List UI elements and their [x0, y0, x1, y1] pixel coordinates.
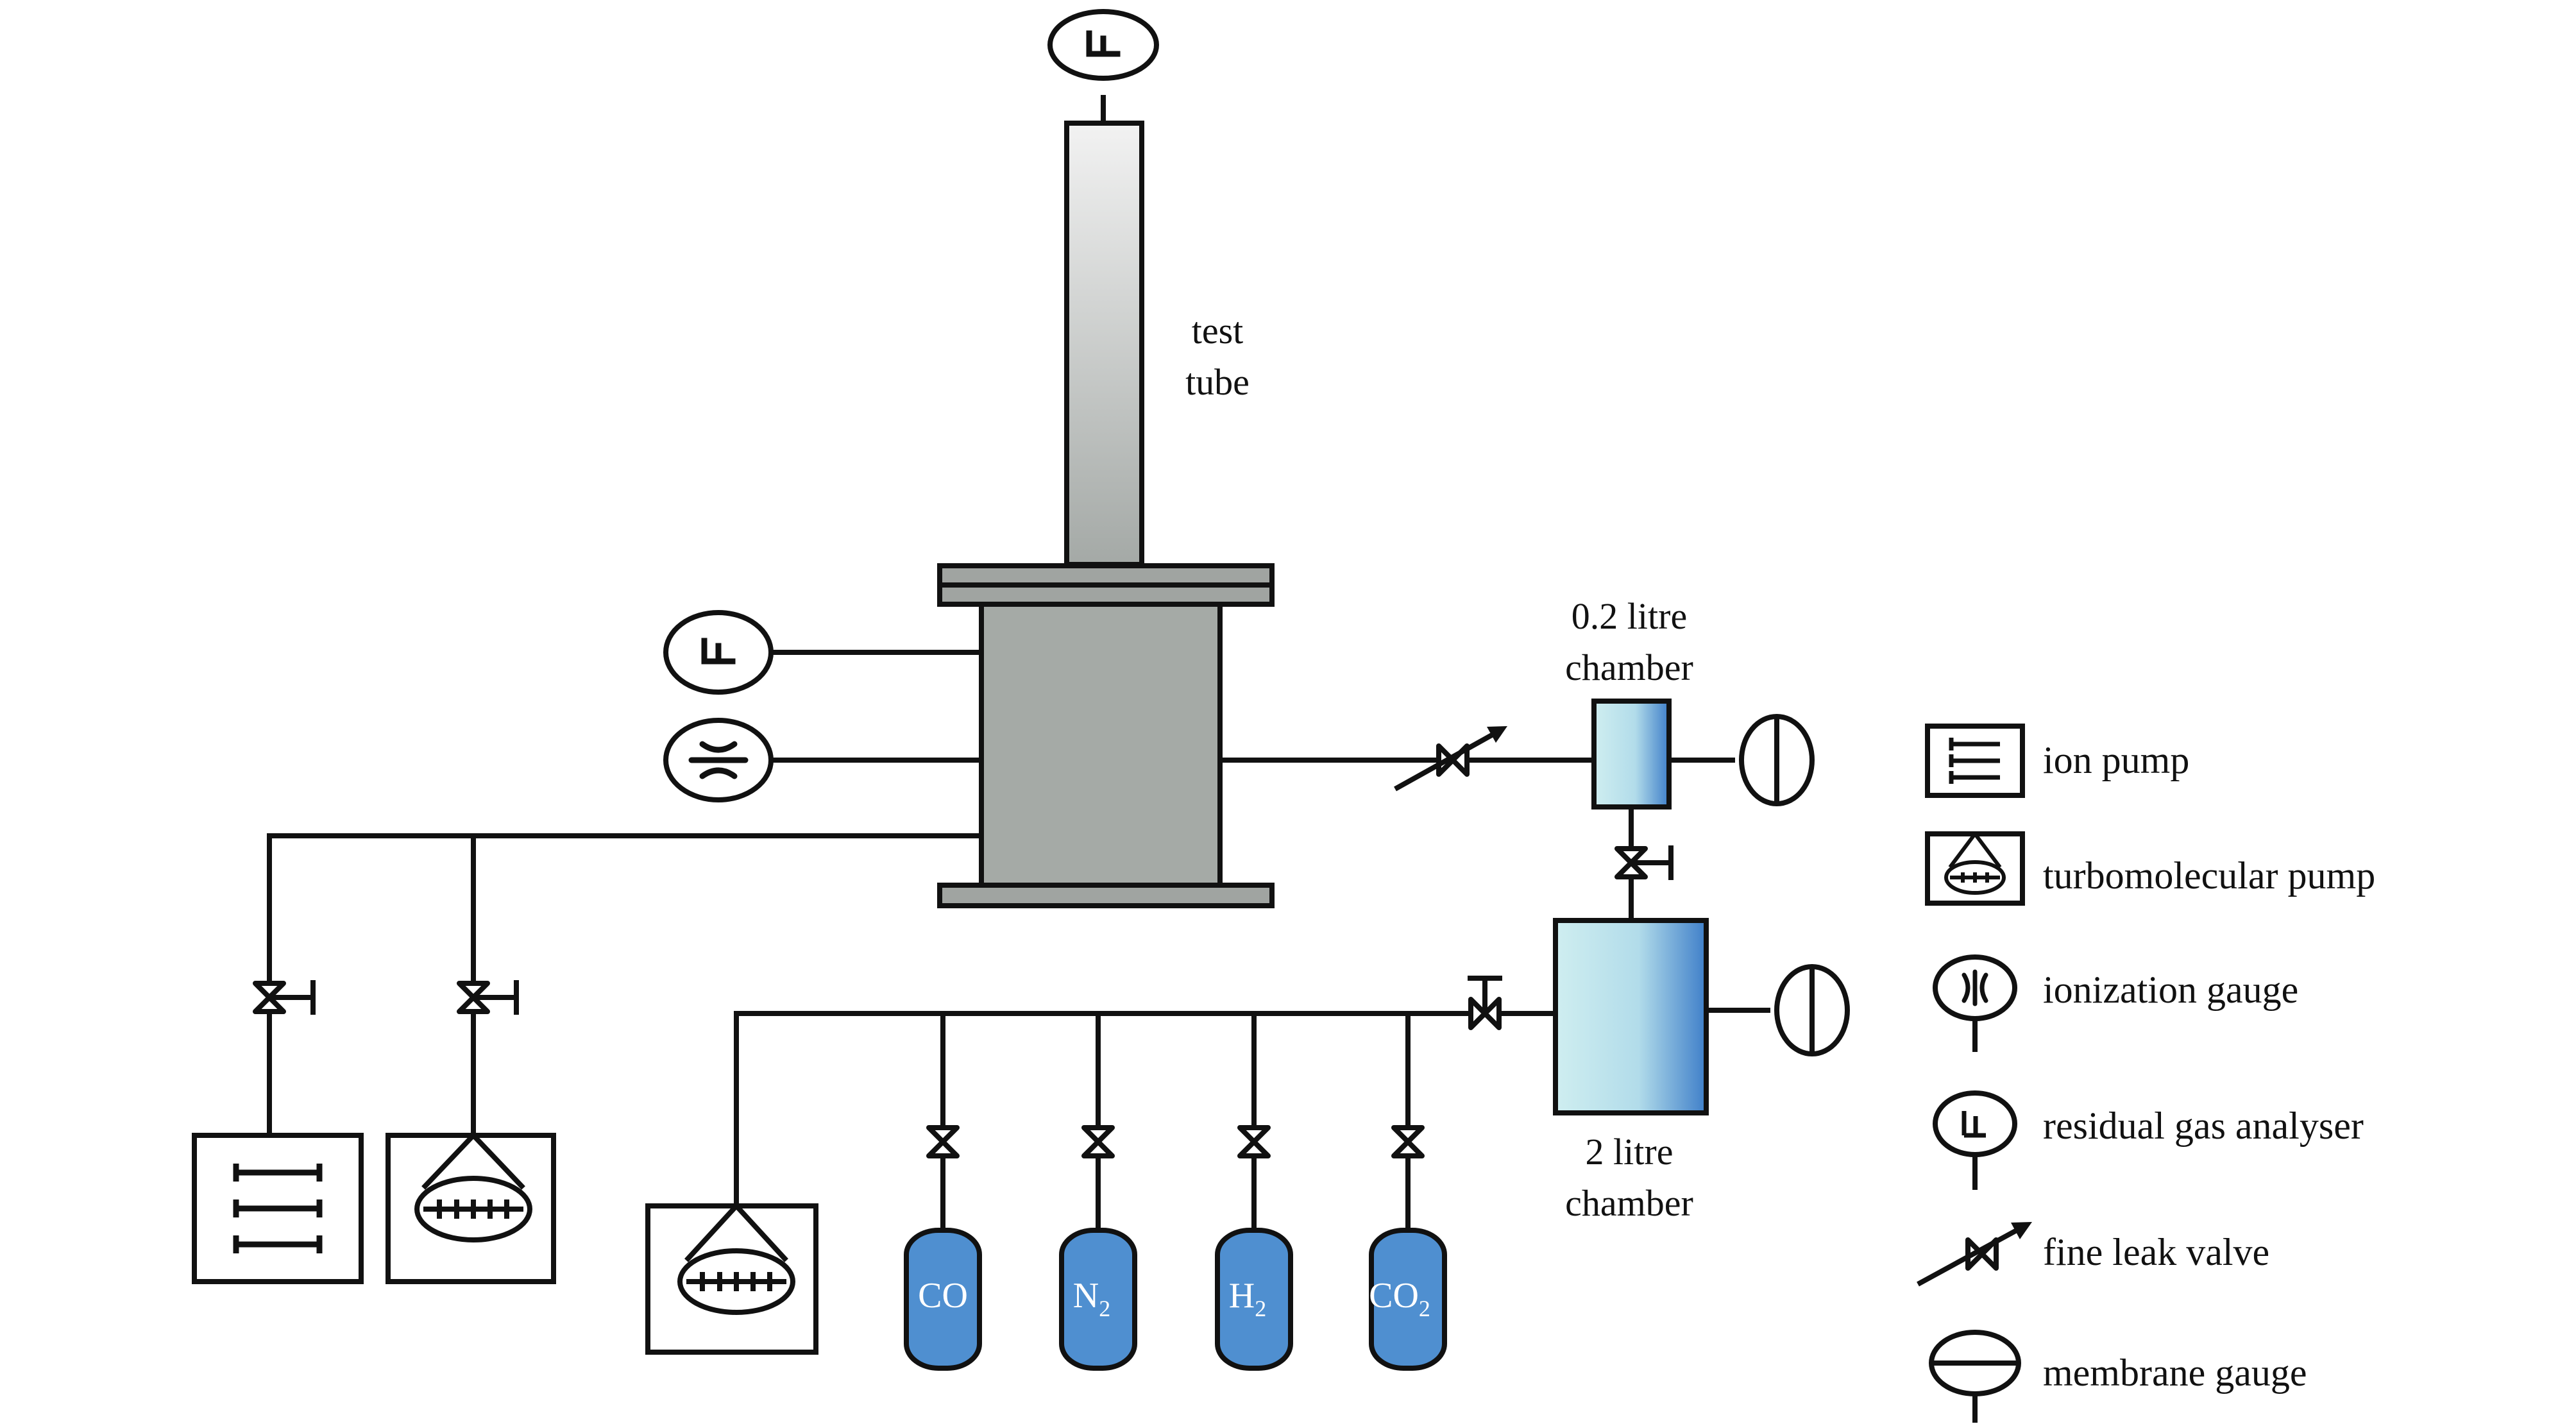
large-chamber-label-line1: 2 litre: [1586, 1131, 1674, 1173]
legend-label-ion-pump: ion pump: [2043, 739, 2189, 781]
fine-leak-valve: [1394, 726, 1507, 792]
small-chamber-label-line2: chamber: [1565, 647, 1693, 688]
legend-item-ionization-gauge: ionization gauge: [1933, 954, 2298, 1052]
ion-pump: [192, 1133, 364, 1284]
test-tube-label-line1: test: [1192, 310, 1244, 352]
gas-label-co: CO: [918, 1276, 968, 1316]
large-chamber-label-line2: chamber: [1565, 1182, 1693, 1224]
piping: [267, 95, 1770, 1230]
gas-valve-co2: [1394, 1128, 1422, 1156]
gas-label-n2: N: [1073, 1276, 1099, 1316]
legend-item-residual-gas-analyser: residual gas analyser: [1933, 1090, 2364, 1190]
gas-valve-n2: [1084, 1128, 1112, 1156]
gas-cylinder-h2: H2: [1215, 1228, 1293, 1371]
membrane-gauge-icon: [1929, 1330, 2021, 1423]
svg-text:N2: N2: [1073, 1276, 1110, 1321]
ion-pump-icon: [1925, 724, 2025, 798]
legend-item-fine-leak-valve: fine leak valve: [1917, 1222, 2269, 1287]
legend-label-membrane-gauge: membrane gauge: [2043, 1352, 2307, 1394]
turbomolecular-pump-icon: [1925, 831, 2025, 906]
legend-item-ion-pump: ion pump: [1925, 724, 2189, 798]
legend-item-turbomolecular-pump: turbomolecular pump: [1925, 831, 2375, 906]
turbo-pump-valve: [459, 980, 519, 1015]
residual-gas-analyser-left: [663, 610, 774, 695]
legend-label-ionization-gauge: ionization gauge: [2043, 969, 2298, 1011]
legend: ion pump turbomolecular pump: [1917, 724, 2375, 1423]
large-chamber: [1553, 918, 1709, 1115]
ionization-gauge-icon: [1933, 954, 2017, 1052]
manifold-valve: [1468, 976, 1502, 1028]
svg-text:H2: H2: [1229, 1276, 1266, 1321]
top-flange: [937, 563, 1275, 607]
fine-leak-valve-icon: [1917, 1222, 2032, 1287]
gas-valve-h2: [1240, 1128, 1268, 1156]
legend-label-turbomolecular-pump: turbomolecular pump: [2043, 854, 2375, 897]
small-chamber: [1591, 699, 1672, 809]
ionization-gauge-icon: [688, 741, 749, 779]
legend-label-fine-leak-valve: fine leak valve: [2043, 1231, 2269, 1273]
test-tube: [1064, 121, 1144, 567]
legend-item-membrane-gauge: membrane gauge: [1929, 1330, 2307, 1423]
rga-f-icon: [701, 638, 736, 665]
test-tube-label-line2: tube: [1185, 361, 1250, 403]
turbomolecular-pump-manifold: [645, 1203, 818, 1355]
legend-label-residual-gas-analyser: residual gas analyser: [2043, 1105, 2364, 1147]
svg-text:CO: CO: [918, 1276, 968, 1316]
small-chamber-label-line1: 0.2 litre: [1572, 595, 1687, 637]
residual-gas-analyser-top: [1047, 9, 1159, 81]
gas-label-h2: H: [1229, 1276, 1255, 1316]
turbomolecular-pump-left: [386, 1133, 556, 1284]
residual-gas-analyser-icon: [1933, 1090, 2017, 1190]
rga-f-icon: [1086, 30, 1121, 57]
vacuum-vessel: [979, 602, 1223, 888]
gas-label-co2: CO: [1369, 1276, 1419, 1316]
membrane-gauge-small-chamber: [1739, 714, 1815, 806]
isolation-valve-chambers: [1617, 845, 1674, 880]
svg-text:CO2: CO2: [1369, 1276, 1430, 1321]
ionization-gauge-left: [663, 718, 774, 802]
gas-cylinder-n2: N2: [1059, 1228, 1137, 1371]
gas-valve-co: [929, 1128, 957, 1156]
gas-cylinder-co2: CO2: [1369, 1228, 1447, 1371]
gas-cylinder-co: CO: [904, 1228, 982, 1371]
membrane-gauge-large-chamber: [1774, 964, 1850, 1056]
ion-pump-valve: [255, 980, 316, 1015]
bottom-flange: [937, 883, 1275, 908]
